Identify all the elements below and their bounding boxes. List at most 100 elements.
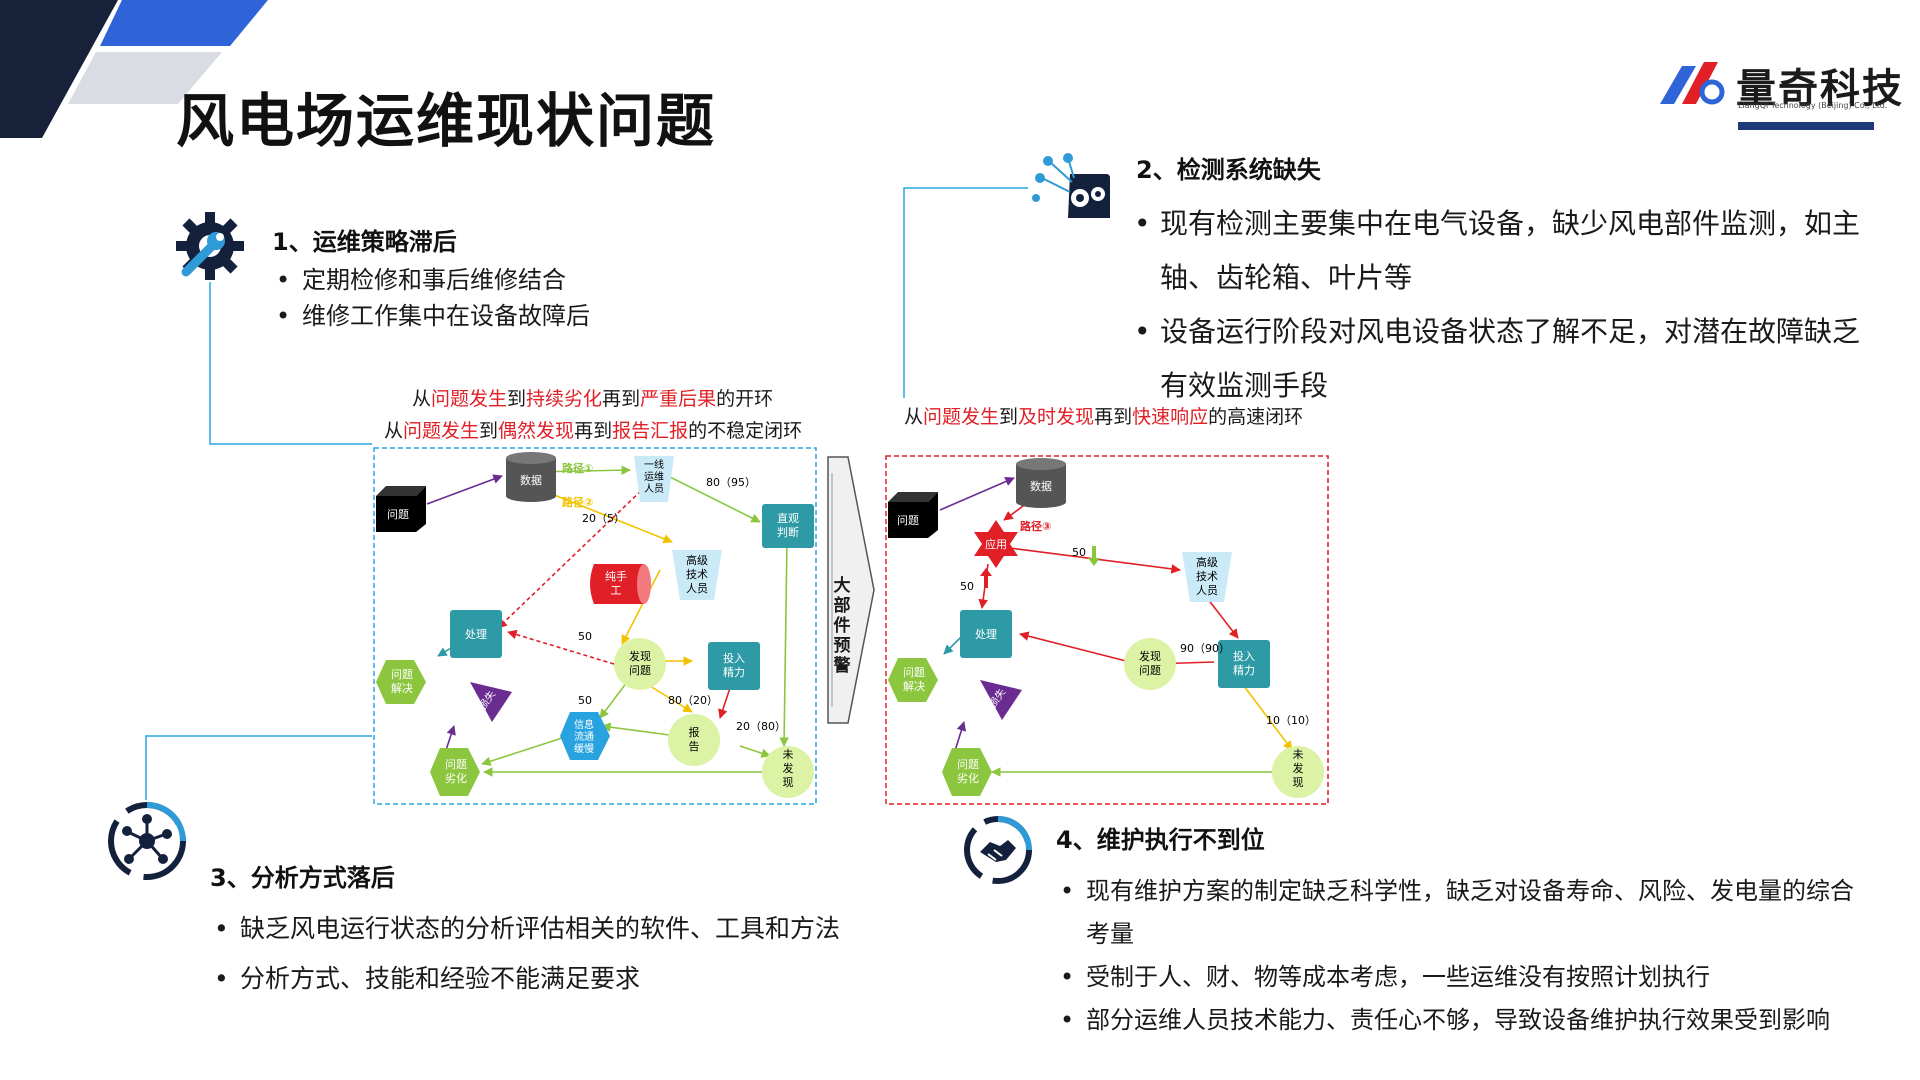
wrench-gear-icon (176, 212, 244, 280)
section4-bullet: 现有维护方案的制定缺乏科学性，缺乏对设备寿命、风险、发电量的综合 (1054, 870, 1854, 913)
label-50a: 50 (578, 630, 592, 643)
label-50b: 50 (960, 580, 974, 593)
svg-text:问题: 问题 (903, 666, 925, 679)
svg-text:问题: 问题 (387, 508, 409, 521)
section4-bullet: 受制于人、财、物等成本考虑，一些运维没有按照计划执行 (1054, 956, 1854, 999)
svg-text:直观: 直观 (777, 511, 799, 525)
svg-text:处理: 处理 (975, 628, 997, 641)
svg-text:发现: 发现 (629, 649, 651, 663)
svg-text:告: 告 (689, 740, 700, 753)
label-8020: 80（20） (668, 694, 718, 707)
svg-text:高级: 高级 (686, 553, 708, 567)
svg-text:劣化: 劣化 (957, 771, 979, 785)
section3-list: 缺乏风电运行状态的分析评估相关的软件、工具和方法 分析方式、技能和经验不能满足要… (208, 904, 840, 1004)
network-hub-icon (108, 802, 186, 880)
section3-heading: 3、分析方式落后 (210, 864, 395, 892)
svg-text:处理: 处理 (465, 628, 487, 641)
label-8095: 80（95） (706, 476, 756, 489)
svg-text:发: 发 (783, 761, 794, 775)
node-apply: 应用 (974, 520, 1018, 568)
node-loss: 损失 (470, 682, 512, 722)
svg-text:流通: 流通 (574, 730, 594, 743)
svg-text:未: 未 (783, 748, 794, 761)
section2-bullet: 设备运行阶段对风电设备状态了解不足，对潜在故障缺乏 (1128, 308, 1860, 356)
label-205: 20（5） (582, 512, 625, 525)
section1-bullet: 定期检修和事后维修结合 (270, 262, 590, 298)
label-path1: 路径① (562, 461, 593, 475)
handshake-icon (964, 816, 1032, 884)
section4-bullet: 部分运维人员技术能力、责任心不够，导致设备维护执行效果受到影响 (1054, 999, 1854, 1042)
section2-bullet: 现有检测主要集中在电气设备，缺少风电部件监测，如主 (1128, 200, 1860, 248)
arrow-char: 警 (833, 656, 851, 676)
node-data: 数据 (506, 452, 556, 502)
node-handle: 处理 (960, 610, 1012, 658)
logo-name: 量奇科技 (1736, 66, 1904, 112)
svg-text:人员: 人员 (1196, 584, 1218, 597)
section2-heading: 2、检测系统缺失 (1136, 156, 1321, 184)
section3-bullet: 缺乏风电运行状态的分析评估相关的软件、工具和方法 (208, 904, 840, 954)
section1-heading: 1、运维策略滞后 (272, 228, 457, 256)
svg-text:数据: 数据 (520, 473, 542, 487)
node-undiscovered: 未发现 (762, 746, 814, 798)
caption-right-fast-loop: 从问题发生到及时发现再到快速响应的高速闭环 (904, 406, 1304, 428)
node-loss: 损失 (980, 680, 1022, 720)
label-2080: 20（80） (736, 720, 786, 733)
arrow-char: 大 (833, 576, 851, 596)
svg-text:精力: 精力 (723, 666, 745, 679)
svg-text:运维: 运维 (644, 470, 664, 483)
svg-text:问题: 问题 (445, 758, 467, 771)
section4-bullet-continuation: 考量 (1086, 920, 1134, 948)
svg-text:问题: 问题 (957, 758, 979, 771)
svg-text:问题: 问题 (1139, 664, 1161, 677)
svg-text:问题: 问题 (897, 514, 919, 527)
svg-text:现: 现 (783, 776, 794, 789)
label-path2: 路径② (562, 495, 593, 509)
svg-text:数据: 数据 (1030, 479, 1052, 493)
svg-text:解决: 解决 (903, 679, 925, 693)
increase-arrow-icon (980, 568, 992, 588)
node-problem: 问题 (888, 492, 938, 538)
svg-text:投入: 投入 (723, 651, 745, 665)
section2-list: 现有检测主要集中在电气设备，缺少风电部件监测，如主 轴、齿轮箱、叶片等 设备运行… (1128, 200, 1860, 416)
early-warning-arrow (827, 456, 875, 724)
node-problem: 问题 (376, 486, 426, 532)
section4-heading: 4、维护执行不到位 (1056, 826, 1265, 854)
svg-text:工: 工 (611, 584, 622, 597)
svg-text:高级: 高级 (1196, 555, 1218, 569)
svg-text:纯手: 纯手 (605, 569, 627, 583)
svg-text:信息: 信息 (574, 718, 594, 731)
section2-bullet-continuation: 有效监测手段 (1160, 369, 1329, 402)
section1-list: 定期检修和事后维修结合 维修工作集中在设备故障后 (270, 262, 590, 334)
section3-bullet: 分析方式、技能和经验不能满足要求 (208, 954, 840, 1004)
page-title: 风电场运维现状问题 (176, 87, 717, 155)
logo-underline (1738, 122, 1874, 130)
decrease-arrow-icon (1088, 546, 1100, 566)
svg-text:发: 发 (1293, 761, 1304, 775)
node-undiscovered: 未发现 (1272, 746, 1324, 798)
svg-text:应用: 应用 (985, 537, 1007, 551)
logo-subtitle: LiangQi Technology (Beijing) Co., Ltd. (1738, 101, 1888, 110)
svg-text:问题: 问题 (629, 664, 651, 677)
section4-list: 现有维护方案的制定缺乏科学性，缺乏对设备寿命、风险、发电量的综合 考量 受制于人… (1054, 870, 1854, 1042)
section2-bullet-continuation: 轴、齿轮箱、叶片等 (1160, 261, 1413, 294)
arrow-char: 件 (833, 616, 851, 636)
svg-text:判断: 判断 (777, 525, 799, 539)
node-manual: 纯手工 (590, 564, 651, 604)
svg-text:投入: 投入 (1233, 649, 1255, 663)
svg-text:人员: 人员 (644, 483, 664, 495)
section1-bullet: 维修工作集中在设备故障后 (270, 298, 590, 334)
label-50b: 50 (578, 694, 592, 707)
label-path3: 路径③ (1020, 519, 1051, 533)
svg-text:精力: 精力 (1233, 664, 1255, 677)
svg-text:问题: 问题 (391, 668, 413, 681)
svg-text:解决: 解决 (391, 681, 413, 695)
